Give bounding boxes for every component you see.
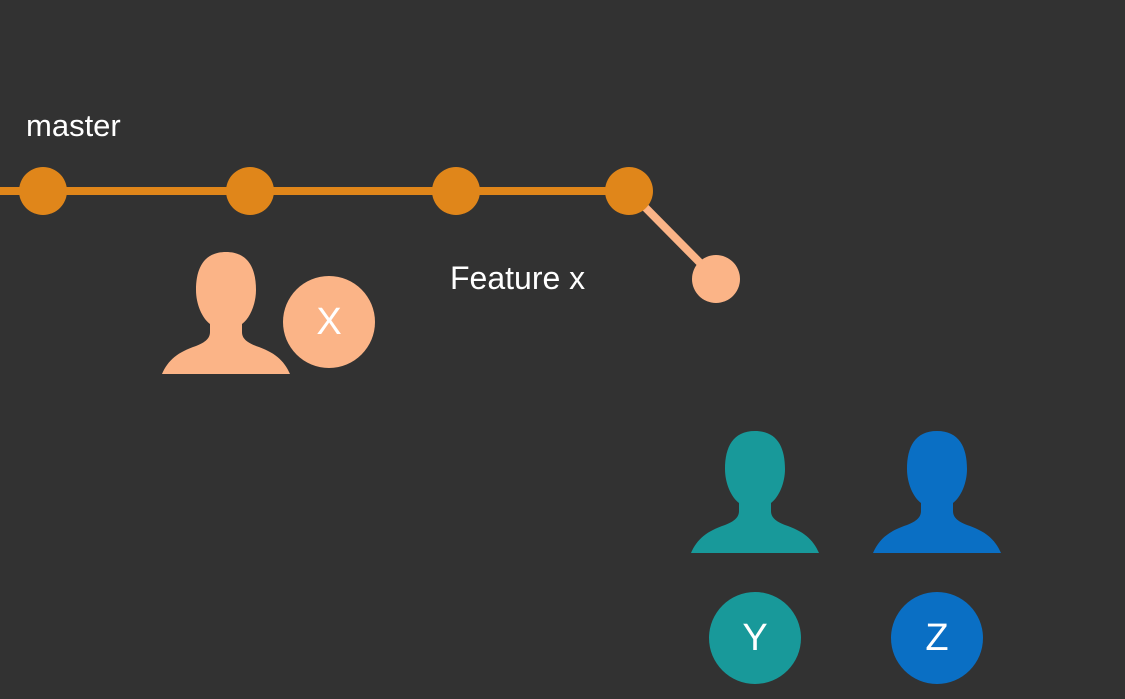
- user-x-badge-letter: X: [316, 301, 341, 343]
- user-y-badge: Y: [709, 592, 801, 684]
- master-commit-3: [432, 167, 480, 215]
- user-z-badge: Z: [891, 592, 983, 684]
- user-z-badge-letter: Z: [925, 617, 948, 659]
- feature-commit: [692, 255, 740, 303]
- feature-branch-label: Feature x: [450, 260, 586, 296]
- master-branch-label: master: [26, 108, 121, 143]
- user-y-icon: [691, 431, 819, 553]
- master-commit-1: [19, 167, 67, 215]
- master-commit-2: [226, 167, 274, 215]
- user-y-badge-letter: Y: [742, 617, 767, 659]
- master-commit-4: [605, 167, 653, 215]
- user-x-badge: X: [283, 276, 375, 368]
- user-x-icon: [162, 252, 290, 374]
- user-z-icon: [873, 431, 1001, 553]
